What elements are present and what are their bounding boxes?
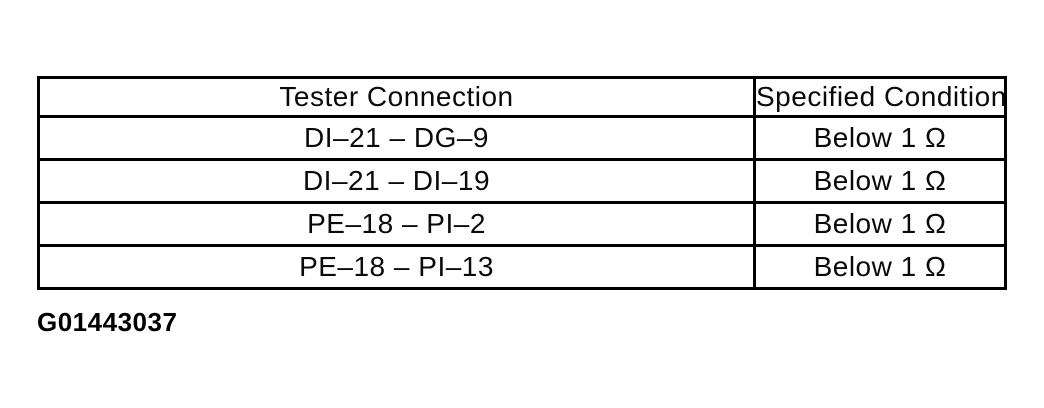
cell-specified-condition: Below 1 Ω	[753, 201, 1007, 247]
header-cell-specified-condition: Specified Condition	[753, 76, 1007, 118]
table-row: PE–18 – PI–13 Below 1 Ω	[37, 244, 1007, 290]
cell-tester-connection: PE–18 – PI–2	[37, 201, 756, 247]
cell-tester-connection: PE–18 – PI–13	[37, 244, 756, 290]
header-cell-tester-connection: Tester Connection	[37, 76, 756, 118]
table-row: DI–21 – DG–9 Below 1 Ω	[37, 115, 1007, 161]
cell-specified-condition: Below 1 Ω	[753, 158, 1007, 204]
table-row: DI–21 – DI–19 Below 1 Ω	[37, 158, 1007, 204]
tester-connection-table: Tester Connection Specified Condition DI…	[37, 76, 1007, 290]
cell-specified-condition: Below 1 Ω	[753, 115, 1007, 161]
cell-tester-connection: DI–21 – DG–9	[37, 115, 756, 161]
header-row: Tester Connection Specified Condition	[37, 76, 1007, 118]
cell-tester-connection: DI–21 – DI–19	[37, 158, 756, 204]
cell-specified-condition: Below 1 Ω	[753, 244, 1007, 290]
figure-id-label: G01443037	[37, 307, 178, 337]
table-row: PE–18 – PI–2 Below 1 Ω	[37, 201, 1007, 247]
